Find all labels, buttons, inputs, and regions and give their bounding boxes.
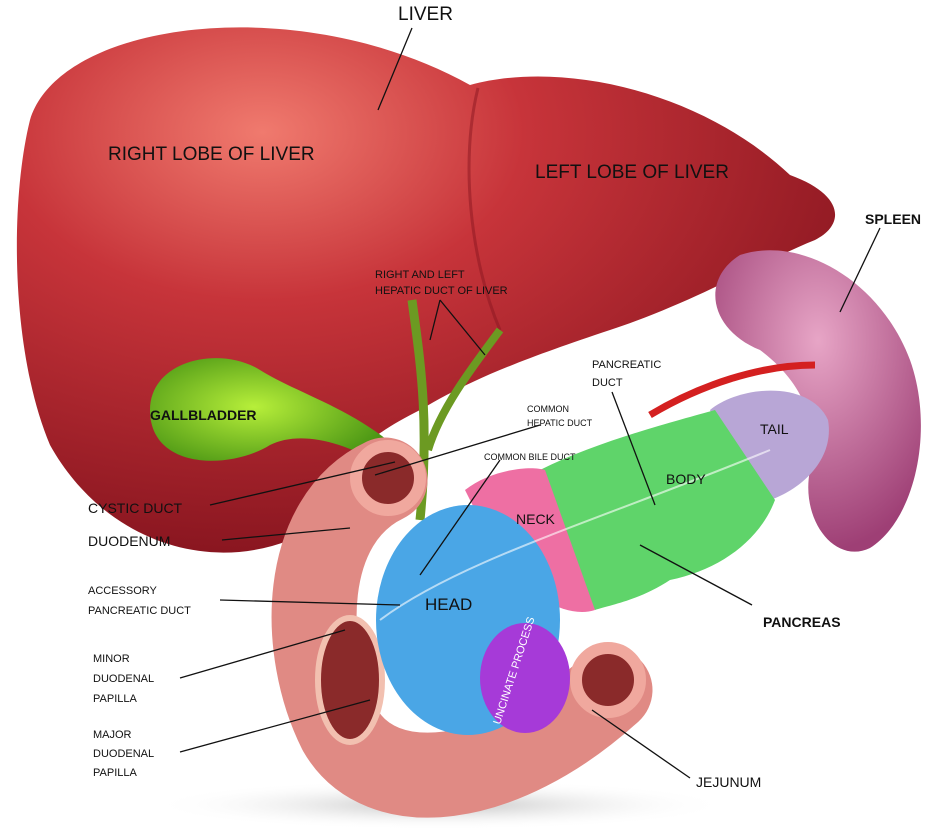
pancreas-body — [540, 410, 775, 610]
label-spleen: SPLEEN — [865, 211, 921, 227]
label-pancreas: PANCREAS — [763, 614, 841, 630]
minor-duodenal-opening — [315, 615, 385, 745]
duodenum-ring — [350, 440, 426, 516]
uncinate-process — [480, 623, 570, 733]
label-neck: NECK — [516, 511, 556, 527]
label-liver: LIVER — [398, 4, 453, 25]
label-left-lobe: LEFT LOBE OF LIVER — [535, 162, 729, 183]
hepatic-duct-left — [424, 327, 504, 452]
label-common-hepatic-duct: COMMON HEPATIC DUCT — [527, 404, 593, 428]
label-accessory-pancreatic-duct: ACCESSORY PANCREATIC DUCT — [88, 585, 191, 617]
jejunum-ring — [570, 642, 646, 718]
label-body: BODY — [666, 471, 706, 487]
liver-lobe-fissure — [467, 87, 502, 331]
label-tail: TAIL — [760, 421, 789, 437]
label-hepatic-duct: RIGHT AND LEFT HEPATIC DUCT OF LIVER — [375, 269, 508, 297]
label-gallbladder: GALLBLADDER — [150, 407, 257, 423]
label-pancreatic-duct: PANCREATIC DUCT — [592, 359, 664, 389]
label-cystic-duct: CYSTIC DUCT — [88, 500, 183, 516]
leader-lines — [179, 27, 881, 779]
label-duodenum: DUODENUM — [88, 533, 170, 549]
pancreatic-duct-line — [379, 449, 771, 621]
label-major-duodenal-papilla: MAJOR DUODENAL PAPILLA — [93, 729, 157, 779]
label-common-bile-duct: COMMON BILE DUCT — [484, 452, 576, 462]
spleen-shape — [715, 250, 921, 552]
label-right-lobe: RIGHT LOBE OF LIVER — [108, 144, 315, 165]
label-minor-duodenal-papilla: MINOR DUODENAL PAPILLA — [93, 653, 157, 705]
label-head: HEAD — [425, 595, 472, 614]
splenic-vessel — [648, 361, 816, 419]
label-jejunum: JEJUNUM — [696, 774, 761, 790]
gallbladder-shape — [150, 358, 410, 480]
